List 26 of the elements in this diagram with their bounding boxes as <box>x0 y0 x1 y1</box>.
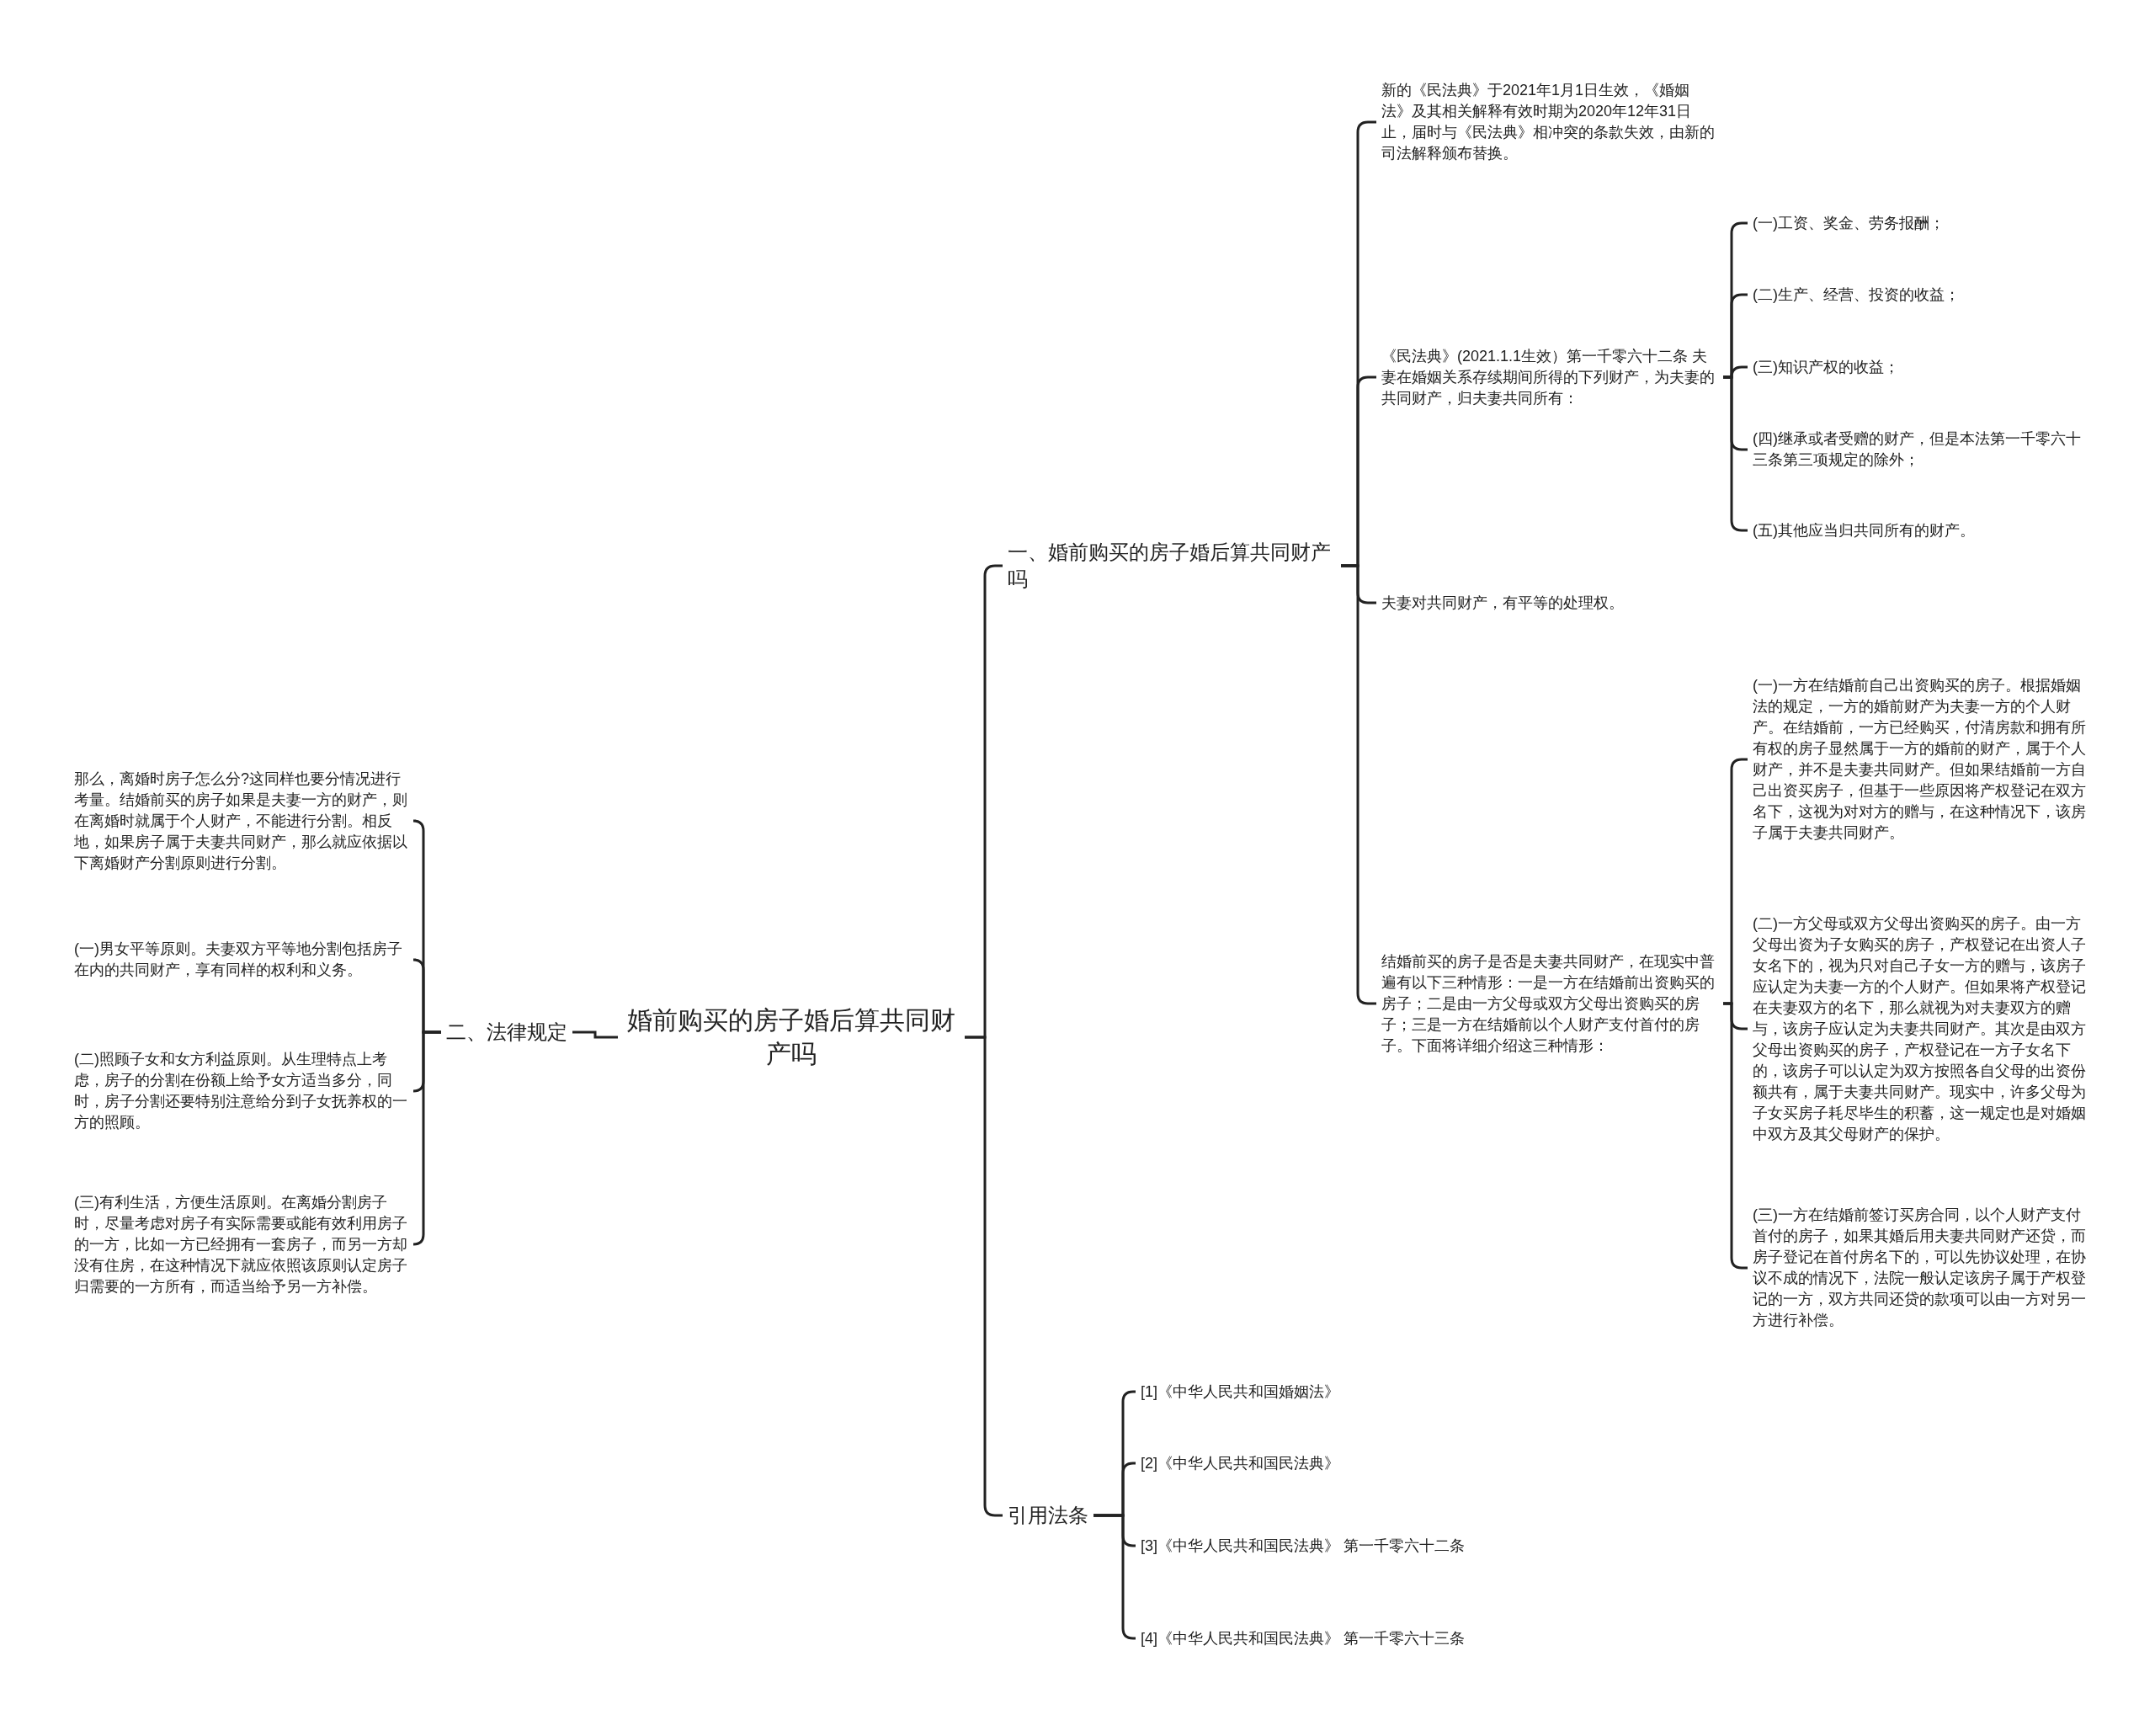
topic-text: 新的《民法典》于2021年1月1日生效，《婚姻法》及其相关解释有效时期为2020年12年31日止，届时与《民法典》相冲突的条款失效，由新的司法解释颁布替换。 <box>1381 81 1716 163</box>
topic-text: (二)照顾子女和女方利益原则。从生理特点上考虑，房子的分割在份额上给予女方适当多分，同时，房子分割还要特别注意给分到子女抚养权的一方的照顾。 <box>74 1050 408 1132</box>
branch-topic: 二、法律规定 <box>446 1020 567 1045</box>
topic-text: 结婚前买的房子是否是夫妻共同财产，在现实中普遍有以下三种情形：一是一方在结婚前出资购买的房子；二是由一方父母或双方父母出资购买的房子；三是一方在结婚前以个人财产支付首付的房子。下面将详细介绍这三种情形： <box>1381 951 1716 1056</box>
topic-text: 夫妻对共同财产，有平等的处理权。 <box>1381 593 1624 613</box>
topic-text: (二)生产、经营、投资的收益； <box>1753 285 1960 305</box>
topic-text: (三)知识产权的收益； <box>1753 357 1899 377</box>
topic-text: (三)有利生活，方便生活原则。在离婚分割房子时，尽量考虑对房子有实际需要或能有效利用房子的一方，比如一方已经拥有一套房子，而另一方却没有住房，在这种情况下就应依照该原则认定房子归需要的一方所有，而适当给予另一方补偿。 <box>74 1192 408 1297</box>
topic-text: [4]《中华人民共和国民法典》 第一千零六十三条 <box>1141 1628 1465 1648</box>
topic-text: (一)工资、奖金、劳务报酬； <box>1753 213 1945 233</box>
topic-text: [2]《中华人民共和国民法典》 <box>1141 1453 1339 1473</box>
topic-text: (一)男女平等原则。夫妻双方平等地分割包括房子在内的共同财产，享有同样的权利和义务。 <box>74 940 403 980</box>
topic-text: 《民法典》(2021.1.1生效）第一千零六十二条 夫妻在婚姻关系存续期间所得的下列财产，为夫妻的共同财产，归夫妻共同所有： <box>1381 346 1716 408</box>
topic-text: (三)一方在结婚前签订买房合同，以个人财产支付首付的房子，如果其婚后用夫妻共同财产还贷，而房子登记在首付房名下的，可以先协议处理，在协议不成的情况下，法院一般认定该房子属于产权登记的一方，双方共同还贷的款项可以由一方对另一方进行补偿。 <box>1753 1206 2087 1330</box>
topic-text: (一)一方在结婚前自己出资购买的房子。根据婚姻法的规定，一方的婚前财产为夫妻一方的个人财产。在结婚前，一方已经购买，付清房款和拥有所有权的房子显然属于一方的婚前的财产，属于个人财产，并不是夫妻共同财产。但如果结婚前一方自己出资买房子，但基于一些原因将产权登记在双方名下，这视为对对方的赠与，在这种情况下，该房子属于夫妻共同财产。 <box>1753 676 2087 843</box>
topic-text: [1]《中华人民共和国婚姻法》 <box>1141 1382 1339 1402</box>
topic-text: 那么，离婚时房子怎么分?这同样也要分情况进行考量。结婚前买的房子如果是夫妻一方的财产，则在离婚时就属于个人财产，不能进行分割。相反地，如果房子属于夫妻共同财产，那么就应依据以下离婚财产分割原则进行分割。 <box>74 769 408 873</box>
connector-line <box>572 1030 618 1039</box>
topic-text: [3]《中华人民共和国民法典》 第一千零六十二条 <box>1141 1536 1465 1556</box>
topic-text: (四)继承或者受赠的财产，但是本法第一千零六十三条第三项规定的除外； <box>1753 429 2082 470</box>
topic-text: (五)其他应当归共同所有的财产。 <box>1753 520 1975 541</box>
branch-topic: 一、婚前购买的房子婚后算共同财产吗 <box>1008 540 1332 592</box>
central-topic: 婚前购买的房子婚后算共同财产吗 <box>626 1005 956 1069</box>
topic-text: (二)一方父母或双方父母出资购买的房子。由一方父母出资为子女购买的房子，产权登记在出资人子女名下的，视为只对自己子女一方的赠与，该房子应认定为夫妻一方的个人财产。但如果将产权登记在夫妻双方的名下，那么就视为对夫妻双方的赠与，该房子应认定为夫妻共同财产。其次是由双方父母出资购买的房子，产权登记在一方子女名下的，该房子可以认定为双方按照各自父母的出资份额共有，属于夫妻共同财产。现实中，许多父母为子女买房子耗尽毕生的积蓄，这一规定也是对婚姻中双方及其父母财产的保护。 <box>1753 913 2087 1144</box>
connector-line <box>412 1030 441 1246</box>
branch-topic: 引用法条 <box>1008 1503 1088 1528</box>
